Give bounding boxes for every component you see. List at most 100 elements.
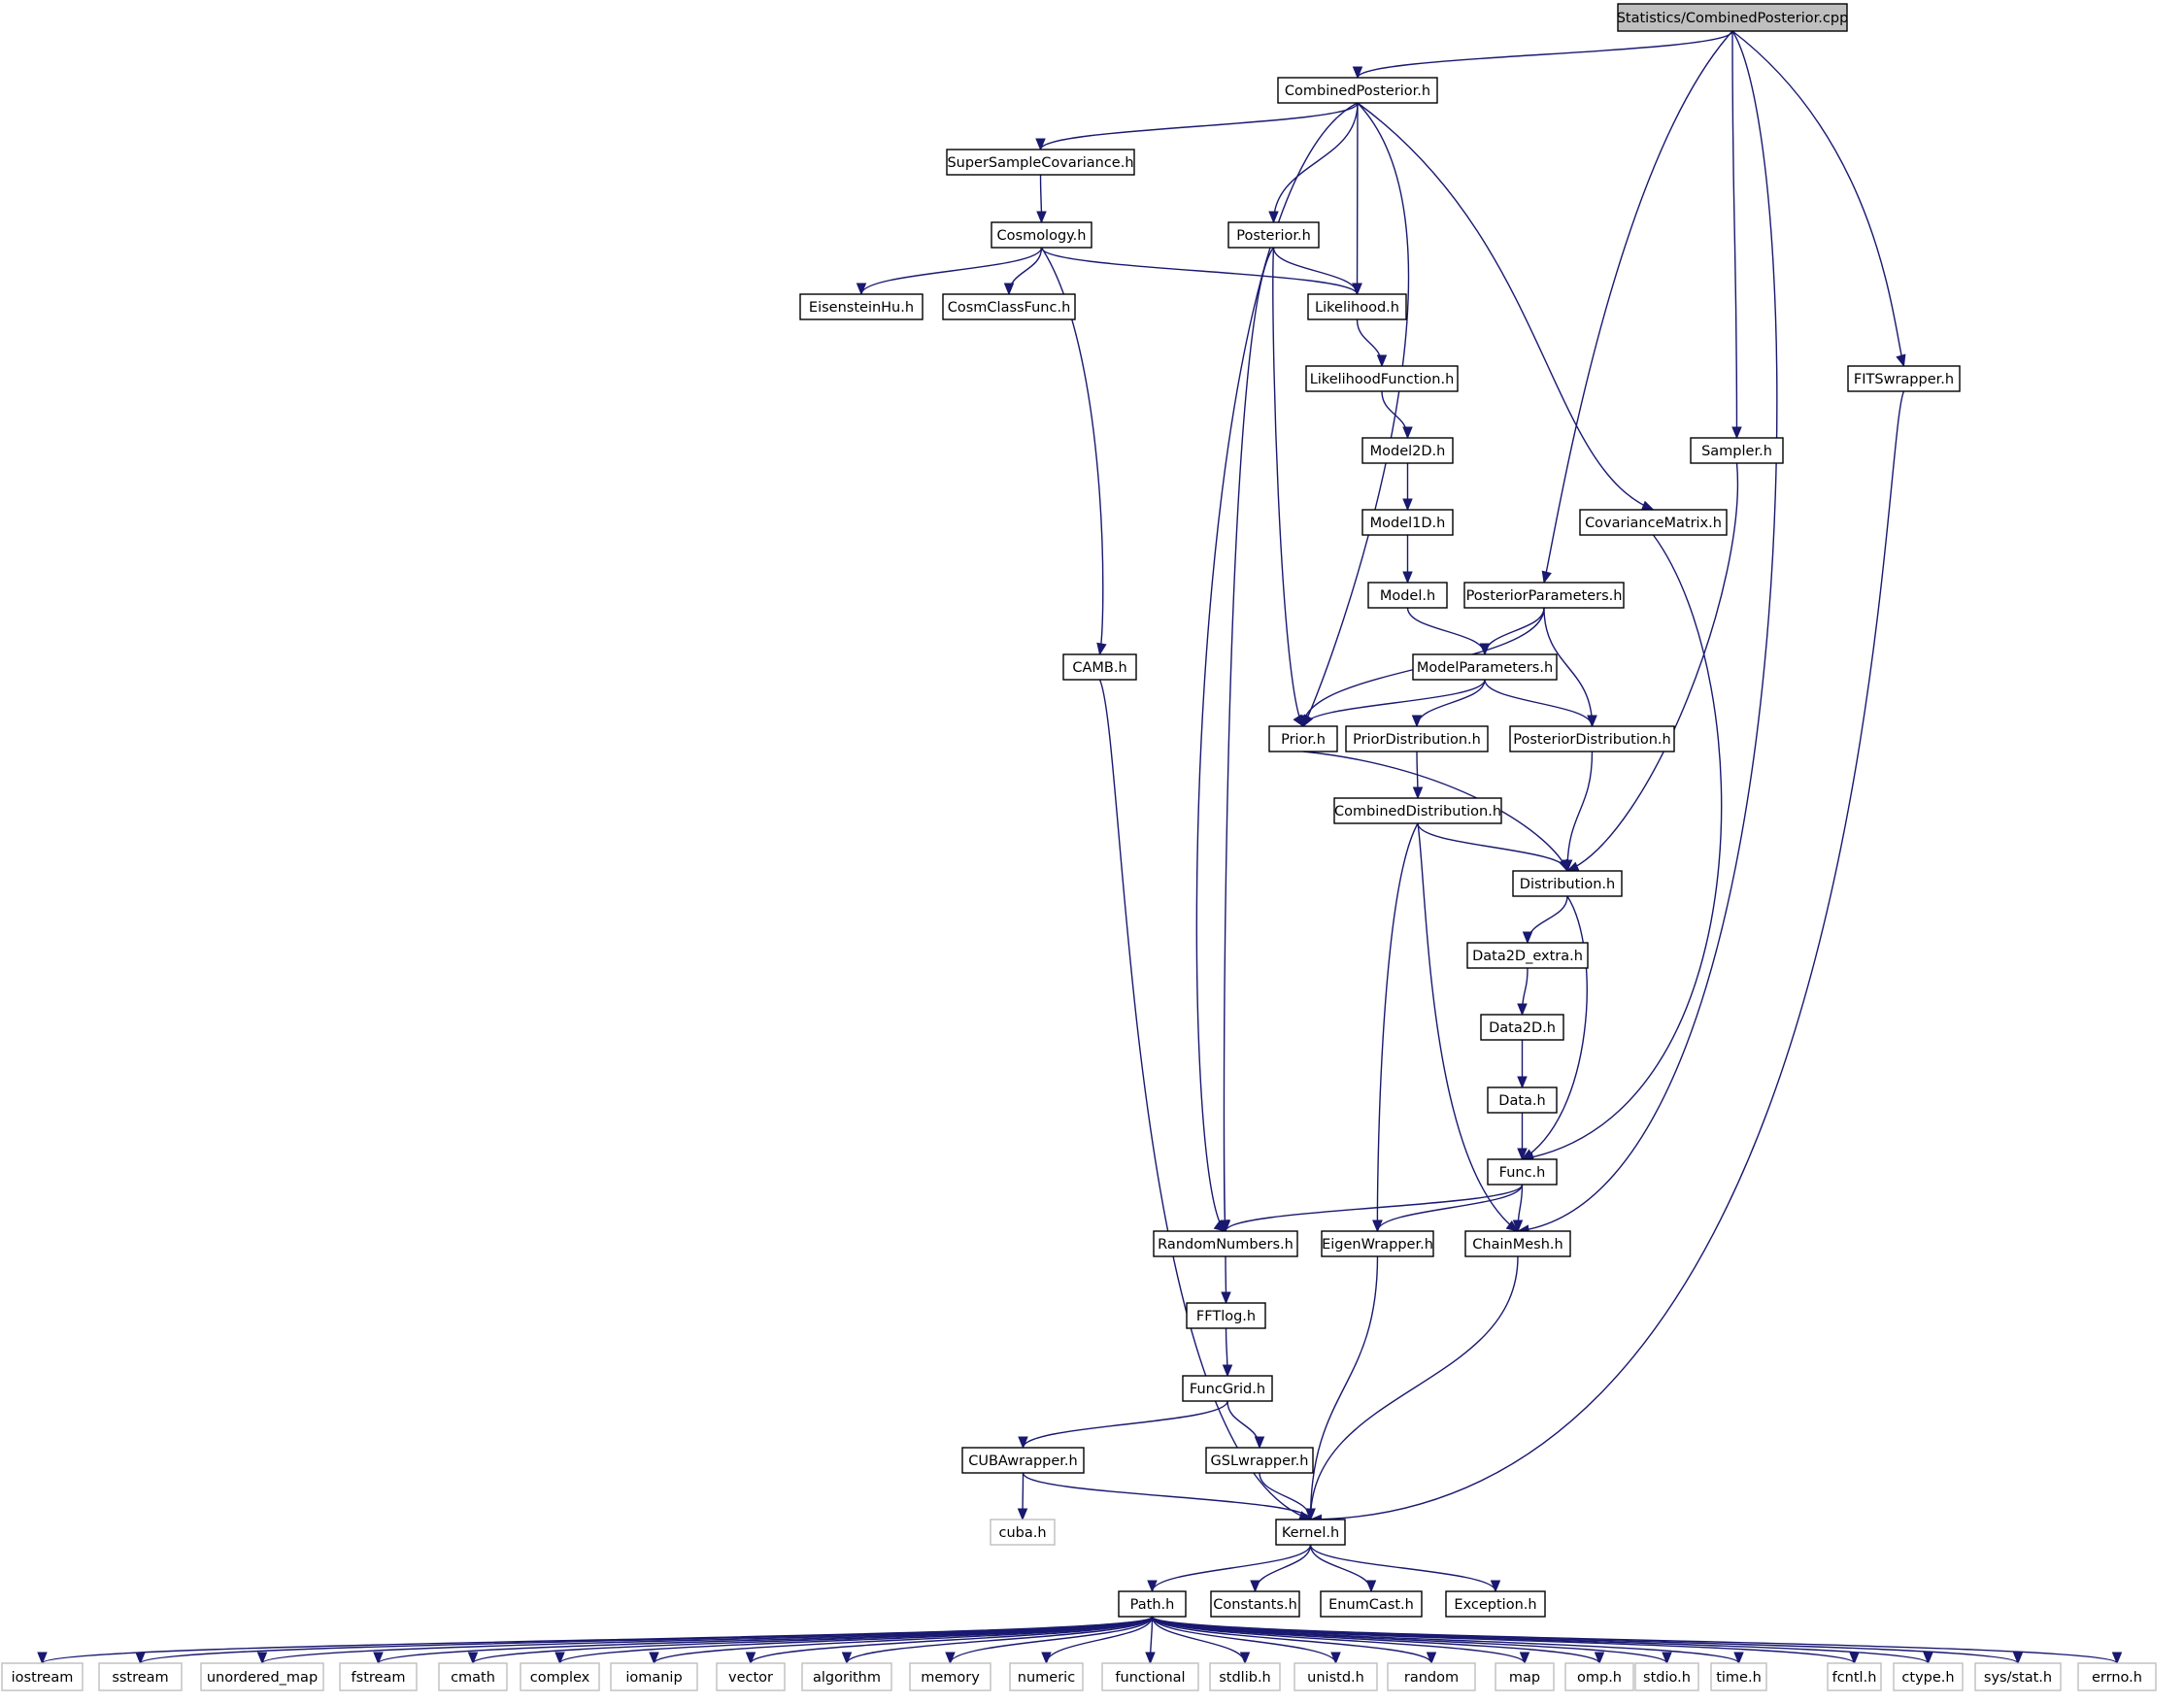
node-data[interactable]: Data.h <box>1487 1086 1558 1114</box>
node-stdio[interactable]: stdio.h <box>1634 1662 1699 1691</box>
node-distribution[interactable]: Distribution.h <box>1512 870 1623 897</box>
node-label: iostream <box>12 1670 74 1686</box>
node-funcgrid[interactable]: FuncGrid.h <box>1182 1375 1273 1402</box>
node-ctype[interactable]: ctype.h <box>1893 1662 1964 1691</box>
edge-arrowhead <box>1222 1364 1233 1378</box>
node-root[interactable]: Statistics/CombinedPosterior.cpp <box>1617 3 1849 32</box>
node-cuba[interactable]: cuba.h <box>990 1519 1056 1546</box>
node-label: Cosmology.h <box>997 228 1087 244</box>
node-covariance[interactable]: CovarianceMatrix.h <box>1579 509 1728 536</box>
node-chainmesh[interactable]: ChainMesh.h <box>1464 1230 1571 1257</box>
node-box <box>716 1662 786 1691</box>
node-fcntl[interactable]: fcntl.h <box>1827 1662 1882 1691</box>
node-label: CovarianceMatrix.h <box>1585 516 1722 531</box>
node-prior[interactable]: Prior.h <box>1268 725 1338 752</box>
edge-path-to-stdlib <box>1151 1616 1246 1664</box>
node-cosmology[interactable]: Cosmology.h <box>991 221 1092 249</box>
edge-arrowhead <box>373 1652 384 1665</box>
node-constants[interactable]: Constants.h <box>1210 1590 1300 1618</box>
edge-kernel-to-enumcast <box>1309 1544 1372 1592</box>
node-enumcast[interactable]: EnumCast.h <box>1320 1590 1423 1618</box>
node-path[interactable]: Path.h <box>1118 1590 1187 1618</box>
edge-arrowhead <box>1519 1652 1530 1665</box>
edge-sampler-to-distribution <box>1566 462 1739 872</box>
edge-arrowhead <box>2012 1652 2024 1665</box>
node-likelihood[interactable]: Likelihood.h <box>1307 293 1407 320</box>
node-omp[interactable]: omp.h <box>1564 1662 1634 1691</box>
node-sstream[interactable]: sstream <box>98 1662 183 1691</box>
node-model1d[interactable]: Model1D.h <box>1361 509 1454 536</box>
node-model[interactable]: Model.h <box>1367 582 1448 609</box>
node-cubawrapper[interactable]: CUBAwrapper.h <box>961 1447 1085 1474</box>
node-label: FuncGrid.h <box>1190 1382 1265 1397</box>
node-fitswrapper[interactable]: FITSwrapper.h <box>1847 365 1961 392</box>
node-supersample[interactable]: SuperSampleCovariance.h <box>946 149 1135 176</box>
node-time[interactable]: time.h <box>1710 1662 1767 1691</box>
node-box <box>1321 1230 1434 1257</box>
node-label: Data2D_extra.h <box>1472 949 1583 964</box>
node-posteriorparams[interactable]: PosteriorParameters.h <box>1463 582 1625 609</box>
edge-eigenwrapper-to-kernel <box>1309 1255 1379 1520</box>
edge-arrowhead <box>1221 1291 1231 1305</box>
node-box <box>339 1662 418 1691</box>
node-label: EisensteinHu.h <box>809 300 914 316</box>
node-complex[interactable]: complex <box>520 1662 600 1691</box>
node-map[interactable]: map <box>1495 1662 1555 1691</box>
node-camb[interactable]: CAMB.h <box>1062 653 1137 681</box>
node-combinedposterior[interactable]: CombinedPosterior.h <box>1277 77 1438 104</box>
node-unistd[interactable]: unistd.h <box>1294 1662 1378 1691</box>
node-box <box>1710 1662 1767 1691</box>
node-label: numeric <box>1018 1670 1075 1686</box>
node-modelparams[interactable]: ModelParameters.h <box>1412 653 1558 681</box>
edge-arrowhead <box>1587 715 1597 728</box>
node-data2dextra[interactable]: Data2D_extra.h <box>1466 942 1589 969</box>
edge-cosmology-to-likelihood <box>1040 247 1359 295</box>
edge-arrowhead <box>1268 211 1279 224</box>
node-label: CosmClassFunc.h <box>948 300 1071 316</box>
node-cmath[interactable]: cmath <box>438 1662 508 1691</box>
node-numeric[interactable]: numeric <box>1009 1662 1084 1691</box>
edge-root-to-chainmesh <box>1517 30 1778 1232</box>
node-posteriordist[interactable]: PosteriorDistribution.h <box>1509 725 1675 752</box>
node-cosmclass[interactable]: CosmClassFunc.h <box>942 293 1076 320</box>
node-box <box>942 293 1076 320</box>
node-box <box>610 1662 698 1691</box>
edge-arrowhead <box>1352 283 1362 296</box>
edge-root-to-posteriorparams <box>1543 30 1733 584</box>
node-unordered_map[interactable]: unordered_map <box>200 1662 324 1691</box>
node-eigenwrapper[interactable]: EigenWrapper.h <box>1321 1230 1434 1257</box>
node-box <box>1186 1302 1266 1329</box>
node-sysstat[interactable]: sys/stat.h <box>1974 1662 2062 1691</box>
node-box <box>1509 725 1675 752</box>
node-random[interactable]: random <box>1387 1662 1476 1691</box>
node-combineddist[interactable]: CombinedDistribution.h <box>1333 797 1502 824</box>
node-stdlib[interactable]: stdlib.h <box>1209 1662 1281 1691</box>
node-model2d[interactable]: Model2D.h <box>1361 437 1454 464</box>
node-algorithm[interactable]: algorithm <box>801 1662 892 1691</box>
node-box <box>1634 1662 1699 1691</box>
node-eisenstein[interactable]: EisensteinHu.h <box>799 293 924 320</box>
node-likelihoodfunction[interactable]: LikelihoodFunction.h <box>1305 365 1459 392</box>
node-kernel[interactable]: Kernel.h <box>1275 1519 1346 1546</box>
node-iostream[interactable]: iostream <box>1 1662 84 1691</box>
node-box <box>799 293 924 320</box>
node-gslwrapper[interactable]: GSLwrapper.h <box>1205 1447 1314 1474</box>
node-sampler[interactable]: Sampler.h <box>1690 437 1784 464</box>
node-iomanip[interactable]: iomanip <box>610 1662 698 1691</box>
node-randomnumbers[interactable]: RandomNumbers.h <box>1153 1230 1298 1257</box>
node-label: Kernel.h <box>1282 1525 1339 1541</box>
node-priordist[interactable]: PriorDistribution.h <box>1345 725 1489 752</box>
node-func[interactable]: Func.h <box>1487 1158 1558 1186</box>
node-exception[interactable]: Exception.h <box>1445 1590 1546 1618</box>
node-data2d[interactable]: Data2D.h <box>1480 1014 1564 1041</box>
node-functional[interactable]: functional <box>1101 1662 1199 1691</box>
node-fstream[interactable]: fstream <box>339 1662 418 1691</box>
node-label: Posterior.h <box>1236 228 1311 244</box>
node-label: Distribution.h <box>1520 877 1615 892</box>
node-fftlog[interactable]: FFTlog.h <box>1186 1302 1266 1329</box>
node-vector[interactable]: vector <box>716 1662 786 1691</box>
node-memory[interactable]: memory <box>909 1662 991 1691</box>
node-errno[interactable]: errno.h <box>2077 1662 2157 1691</box>
edge-likelihood-to-likelihoodfunction <box>1356 318 1383 367</box>
node-posterior[interactable]: Posterior.h <box>1227 221 1320 249</box>
